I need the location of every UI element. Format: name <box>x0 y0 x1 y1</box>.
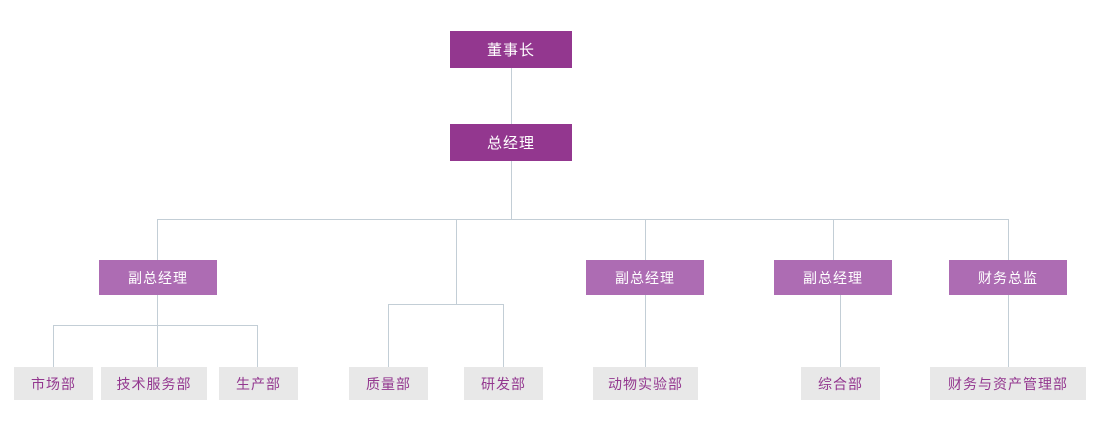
node-finance-director[interactable]: 财务总监 <box>949 260 1067 295</box>
connector-dgm1-bus <box>53 325 258 326</box>
connector-bus-to-dgm1 <box>157 219 158 260</box>
connector-bus-to-dgm3 <box>833 219 834 260</box>
node-deputy-gm-2[interactable]: 副总经理 <box>586 260 704 295</box>
node-dept-quality[interactable]: 质量部 <box>349 367 428 400</box>
connector-to-rnd <box>503 304 504 367</box>
connector-dgm1-to-production <box>257 325 258 367</box>
connector-dgm1-stem <box>157 295 158 325</box>
node-general-manager[interactable]: 总经理 <box>450 124 572 161</box>
connector-cfo-to-finance-assets <box>1008 295 1009 367</box>
node-chairman[interactable]: 董事长 <box>450 31 572 68</box>
node-dept-general-affairs[interactable]: 综合部 <box>801 367 880 400</box>
node-dept-animal-lab[interactable]: 动物实验部 <box>593 367 698 400</box>
connector-to-quality <box>388 304 389 367</box>
connector-bus-to-cfo <box>1008 219 1009 260</box>
connector-chairman-to-gm <box>511 68 512 124</box>
node-dept-tech-service[interactable]: 技术服务部 <box>101 367 207 400</box>
connector-dgm3-to-general-affairs <box>840 295 841 367</box>
connector-bus-to-dgm2 <box>645 219 646 260</box>
node-dept-production[interactable]: 生产部 <box>219 367 298 400</box>
connector-dgm2-to-animal-lab <box>645 295 646 367</box>
connector-quality-rnd-bus <box>388 304 504 305</box>
node-dept-finance-assets[interactable]: 财务与资产管理部 <box>930 367 1086 400</box>
node-dept-market[interactable]: 市场部 <box>14 367 93 400</box>
connector-dgm1-to-tech-service <box>157 325 158 367</box>
node-deputy-gm-3[interactable]: 副总经理 <box>774 260 892 295</box>
connector-dgm1-to-market <box>53 325 54 367</box>
node-dept-rnd[interactable]: 研发部 <box>464 367 543 400</box>
connector-level3-bus <box>157 219 1009 220</box>
node-deputy-gm-1[interactable]: 副总经理 <box>99 260 217 295</box>
connector-gm-stem <box>511 161 512 219</box>
connector-bus-to-quality-rnd <box>456 219 457 304</box>
